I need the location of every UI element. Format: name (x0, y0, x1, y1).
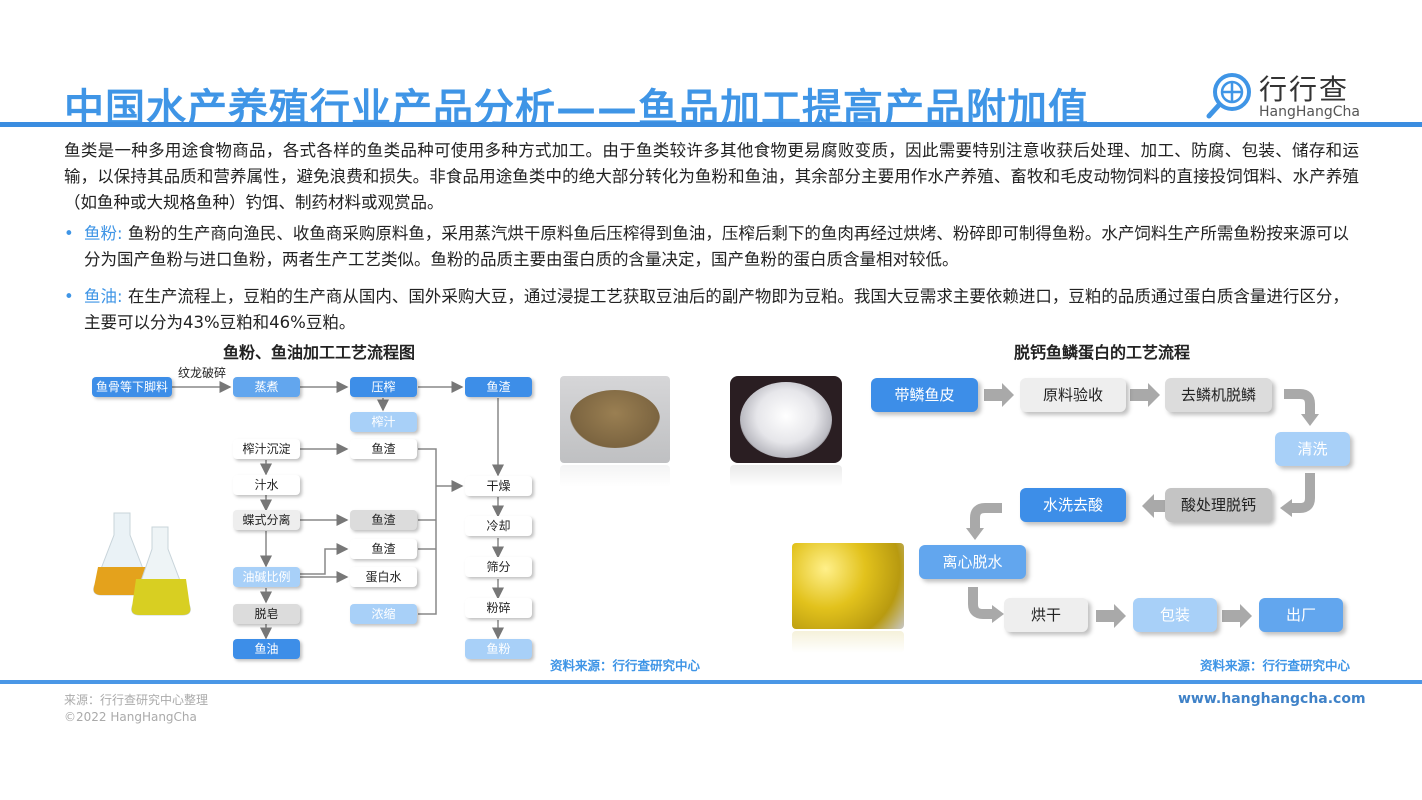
header-divider (0, 122, 1422, 127)
step-drying: 烘干 (1004, 598, 1088, 632)
left-chart-title: 鱼粉、鱼油加工工艺流程图 (223, 343, 416, 362)
logo: 行行查 HangHangCha (1205, 68, 1365, 124)
footer-divider (0, 680, 1422, 684)
footer-website-link[interactable]: www.hanghangcha.com (1178, 691, 1366, 707)
bullet-dot: • (64, 224, 74, 243)
step-acid-decalcify: 酸处理脱钙 (1165, 488, 1272, 522)
node-press: 压榨 (350, 377, 417, 397)
bullet-label: 鱼粉: (84, 224, 123, 243)
edge-label-crush: 纹龙破碎 (178, 366, 227, 380)
fish-scale-reflection (730, 465, 842, 487)
fish-oil-capsules-reflection (792, 631, 904, 653)
bullet-fish-meal: • 鱼粉: 鱼粉的生产商向渔民、收鱼商采购原料鱼，采用蒸汽烘干原料鱼后压榨得到鱼… (64, 221, 1359, 273)
magnifier-logo-icon (1206, 73, 1251, 119)
step-water-wash-acid: 水洗去酸 (1020, 488, 1126, 522)
left-chart-source: 资料来源：行行查研究中心 (550, 658, 701, 673)
node-fish-meal: 鱼粉 (465, 639, 532, 659)
node-residue-top: 鱼渣 (465, 377, 532, 397)
step-scaled-fish-skin: 带鳞鱼皮 (871, 378, 978, 412)
node-protein-water: 蛋白水 (350, 567, 417, 587)
node-desoap: 脱皂 (233, 604, 300, 624)
node-raw-material: 鱼骨等下脚料 (92, 377, 172, 397)
footer-source: 来源：行行查研究中心整理 (64, 693, 209, 707)
step-packaging: 包装 (1133, 598, 1217, 632)
node-cool: 冷却 (465, 516, 532, 536)
fish-oil-flasks-image (92, 505, 202, 625)
step-centrifuge: 离心脱水 (919, 545, 1026, 579)
fish-meal-powder-image (560, 376, 670, 463)
logo-text-en: HangHangCha (1259, 104, 1360, 120)
bullet-text: 鱼粉的生产商向渔民、收鱼商采购原料鱼，采用蒸汽烘干原料鱼后压榨得到鱼油，压榨后剩… (84, 224, 1349, 269)
fish-oil-capsules-image (792, 543, 904, 629)
fish-scale-flakes-image (730, 376, 842, 463)
node-dry: 干燥 (465, 476, 532, 496)
step-shipment: 出厂 (1259, 598, 1343, 632)
node-sieve: 筛分 (465, 557, 532, 577)
bullet-text: 在生产流程上，豆粕的生产商从国内、国外采购大豆，通过浸提工艺获取豆油后的副产物即… (84, 287, 1349, 332)
bullet-fish-oil: • 鱼油: 在生产流程上，豆粕的生产商从国内、国外采购大豆，通过浸提工艺获取豆油… (64, 284, 1359, 336)
intro-paragraph: 鱼类是一种多用途食物商品，各式各样的鱼类品种可使用多种方式加工。由于鱼类较许多其… (64, 141, 1359, 212)
right-chart-title: 脱钙鱼鳞蛋白的工艺流程 (1014, 343, 1191, 362)
bullet-label: 鱼油: (84, 287, 123, 306)
node-fish-oil: 鱼油 (233, 639, 300, 659)
node-oil-ratio: 油碱比例 (233, 567, 300, 587)
node-residue-3: 鱼渣 (350, 510, 417, 530)
node-juice-water: 汁水 (233, 475, 300, 495)
footer-copyright: ©2022 HangHangCha (64, 710, 197, 724)
logo-text-cn: 行行查 (1259, 73, 1350, 106)
node-residue-4: 鱼渣 (350, 539, 417, 559)
node-grind: 粉碎 (465, 598, 532, 618)
node-steam: 蒸煮 (233, 377, 300, 397)
right-chart-source: 资料来源：行行查研究中心 (1200, 658, 1351, 673)
step-descaling: 去鳞机脱鳞 (1165, 378, 1272, 412)
bullet-dot: • (64, 287, 74, 306)
fish-meal-reflection (560, 465, 670, 487)
node-separate: 蝶式分离 (233, 510, 300, 530)
step-material-inspection: 原料验收 (1020, 378, 1126, 412)
node-concentrate: 浓缩 (350, 604, 417, 624)
node-sediment: 榨汁沉淀 (233, 439, 300, 459)
node-residue-2: 鱼渣 (350, 439, 417, 459)
step-washing: 清洗 (1275, 432, 1350, 466)
node-press-juice: 榨汁 (350, 412, 417, 432)
